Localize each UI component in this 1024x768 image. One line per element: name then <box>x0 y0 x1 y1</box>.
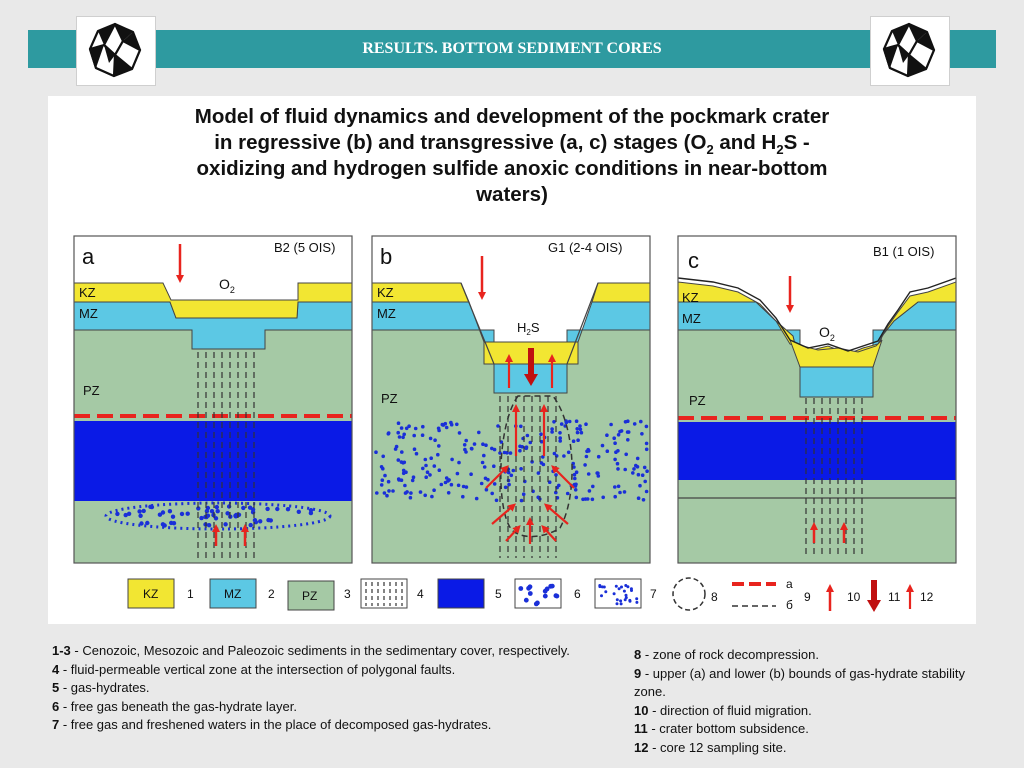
core-label: B1 (1 OIS) <box>873 244 934 259</box>
caption-item: 6 - free gas beneath the gas-hydrate lay… <box>52 698 297 714</box>
fluid-arrow <box>543 503 569 525</box>
svg-text:KZ: KZ <box>143 587 158 601</box>
svg-text:a: a <box>786 577 793 591</box>
caption-item: 1-3 - Cenozoic, Mesozoic and Paleozoic s… <box>52 643 570 658</box>
pz-label: PZ <box>689 393 706 408</box>
core-label: G1 (2-4 OIS) <box>548 240 622 255</box>
header-bar: RESULTS. BOTTOM SEDIMENT CORES <box>28 30 996 68</box>
free-gas-dots <box>115 504 314 528</box>
page-title: RESULTS. BOTTOM SEDIMENT CORES <box>362 40 662 57</box>
gas-hydrate-layer <box>678 422 956 480</box>
free-gas-dots <box>374 419 649 503</box>
pz-label: PZ <box>381 391 398 406</box>
caption-item: 10 - direction of fluid migration. <box>634 702 812 718</box>
gas-label: O2 <box>819 324 835 343</box>
title-line-1: Model of fluid dynamics and development … <box>194 105 830 128</box>
fluid-arrow <box>491 503 517 525</box>
pz-label: PZ <box>83 383 100 398</box>
legend-num: 4 <box>417 587 424 601</box>
caption-item: 9 - upper (a) and lower (b) bounds of ga… <box>634 665 965 700</box>
caption-item: 5 - gas-hydrates. <box>52 680 150 695</box>
gas-label: H2S <box>517 320 540 337</box>
logo-left <box>76 16 156 86</box>
legend-num: 7 <box>650 587 657 601</box>
kz-layer <box>74 282 352 319</box>
legend-pz-swatch <box>287 580 335 611</box>
fault-zone <box>499 396 557 558</box>
mz-label: MZ <box>79 306 98 321</box>
svg-text:MZ: MZ <box>224 587 241 601</box>
legend-num: 6 <box>574 587 581 601</box>
kz-label: KZ <box>377 285 394 300</box>
figure-panel: Model of fluid dynamics and development … <box>48 96 976 624</box>
kz-label: KZ <box>79 285 96 300</box>
logo-right <box>870 16 950 86</box>
svg-text:PZ: PZ <box>302 589 317 603</box>
svg-text:б: б <box>786 598 793 612</box>
legend-num: 5 <box>495 587 502 601</box>
fault-zone <box>197 352 255 558</box>
diagram-panel-c: c B1 (1 OIS) O2 KZ MZ PZ <box>678 236 956 563</box>
fluid-arrow <box>551 465 575 489</box>
panel-letter: b <box>380 244 392 269</box>
legend-num: 2 <box>268 587 275 601</box>
diagram-panel-a: a B2 (5 OIS) O2 KZ MZ PZ <box>74 236 352 563</box>
caption-item: 11 - crater bottom subsidence. <box>634 721 809 736</box>
title-line-2: in regressive (b) and transgressive (a, … <box>214 131 810 158</box>
caption-item: 4 - fluid-permeable vertical zone at the… <box>52 661 456 677</box>
fluid-arrow <box>485 465 509 489</box>
panel-letter: a <box>82 244 95 269</box>
legend-decompression <box>672 577 706 611</box>
gas-label: O2 <box>219 276 235 295</box>
fluid-arrow <box>541 525 557 542</box>
core-label: B2 (5 OIS) <box>274 240 335 255</box>
legend-hydrate-swatch <box>437 578 485 609</box>
caption-item: 7 - free gas and freshened waters in the… <box>52 717 492 732</box>
legend-num: 11 <box>888 590 901 604</box>
polyhedron-icon <box>88 22 142 78</box>
diagram-panel-b: b G1 (2-4 OIS) H2S KZ MZ PZ <box>372 236 650 563</box>
legend-kz-swatch <box>127 578 175 609</box>
panel-letter: c <box>688 248 699 273</box>
legend-num: 1 <box>187 587 194 601</box>
figure-title: Model of fluid dynamics and development … <box>88 104 936 208</box>
legend-mz-swatch <box>209 578 257 609</box>
kz-label: KZ <box>682 290 699 305</box>
polyhedron-icon <box>882 22 936 78</box>
legend: KZ 1 MZ 2 PZ 3 4 5 6 7 8 a б 9 <box>127 577 934 612</box>
caption-item: 12 - core 12 sampling site. <box>634 739 787 755</box>
fluid-migration-arrows <box>485 354 575 544</box>
title-line-3: oxidizing and hydrogen sulfide anoxic co… <box>196 157 828 180</box>
caption-right: 8 - zone of rock decompression. 9 - uppe… <box>634 646 994 757</box>
pockmark-diagram: a B2 (5 OIS) O2 KZ MZ PZ <box>73 235 957 612</box>
gas-hydrate-layer <box>74 421 352 501</box>
caption-item: 8 - zone of rock decompression. <box>634 647 819 662</box>
legend-num: 9 <box>804 590 811 604</box>
caption-left: 1-3 - Cenozoic, Mesozoic and Paleozoic s… <box>52 642 612 735</box>
legend-num: 3 <box>344 587 351 601</box>
legend-num: 10 <box>847 590 861 604</box>
legend-num: 8 <box>711 590 718 604</box>
title-line-4: waters) <box>476 183 548 206</box>
mz-label: MZ <box>377 306 396 321</box>
fluid-arrow <box>505 525 521 542</box>
mz-label: MZ <box>682 311 701 326</box>
legend-num: 12 <box>920 590 934 604</box>
